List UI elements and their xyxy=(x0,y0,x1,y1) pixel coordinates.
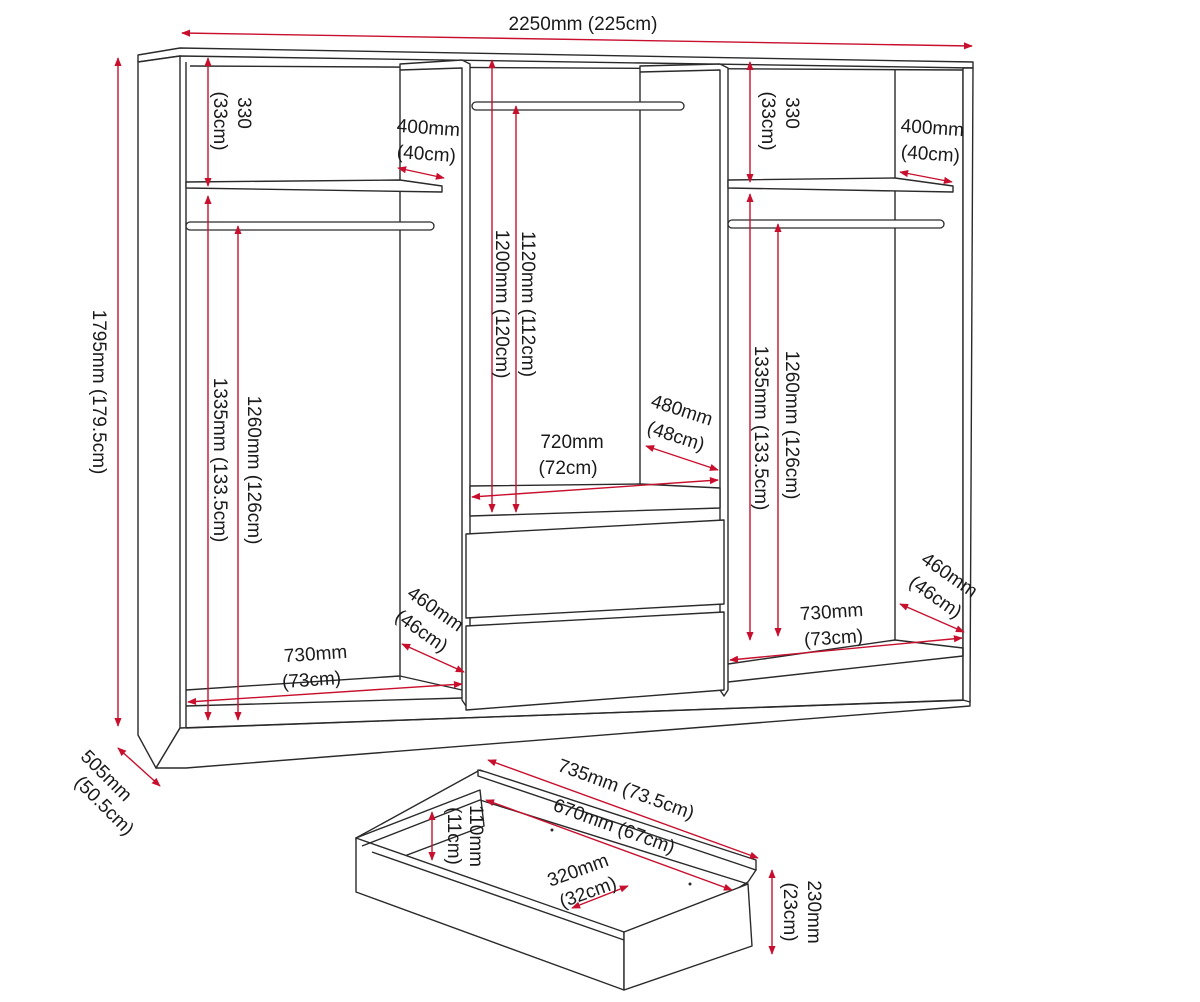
right-divider-edge xyxy=(639,70,896,640)
left-width-arrow xyxy=(187,680,463,706)
left-side-panel xyxy=(137,55,181,769)
right-shelf-depth-arrow xyxy=(899,169,953,185)
upper-drawer-front xyxy=(465,519,725,619)
drawer-hole-2 xyxy=(688,882,692,886)
right-inner-height-label: 1335mm (133.5cm) xyxy=(750,346,771,511)
left-width-label-cm: (73cm) xyxy=(281,668,341,693)
drawer-inner-width-arrow xyxy=(485,799,733,891)
drawer-right-side xyxy=(623,883,753,991)
center-depth-arrow xyxy=(645,445,719,471)
right-hanging-rail xyxy=(727,219,945,229)
left-top-shelf xyxy=(185,179,443,193)
left-top-shelf-label-cm: (33cm) xyxy=(209,91,230,150)
overall-height-label: 1795mm (179.5cm) xyxy=(88,310,109,475)
left-width-label-mm: 730mm xyxy=(283,642,348,667)
overall-width-arrow xyxy=(181,29,973,50)
left-depth-arrow xyxy=(401,643,465,673)
right-top-shelf-label-cm: (33cm) xyxy=(757,91,778,150)
right-width-label-cm: (73cm) xyxy=(803,626,863,651)
right-divider xyxy=(639,63,729,697)
right-shelf-depth-label-mm: 400mm xyxy=(900,116,965,141)
right-top-shelf xyxy=(727,177,954,193)
overall-width-label: 2250mm (225cm) xyxy=(509,14,658,35)
left-rail-height-label: 1260mm (126cm) xyxy=(243,396,264,545)
center-width-arrow xyxy=(471,476,719,501)
drawer-inner-depth-arrow xyxy=(571,885,629,909)
wardrobe-top-board xyxy=(137,47,974,69)
left-shelf-depth-label-mm: 400mm xyxy=(396,116,461,141)
right-width-arrow xyxy=(729,635,963,663)
left-inner-height-label: 1335mm (133.5cm) xyxy=(209,378,230,543)
left-shelf-depth-label-cm: (40cm) xyxy=(396,142,456,167)
right-rail-height-label: 1260mm (126cm) xyxy=(781,351,802,500)
left-shelf-depth-arrow xyxy=(397,166,445,180)
right-side-panel xyxy=(962,67,974,703)
left-hanging-rail xyxy=(185,221,435,231)
right-width-label-mm: 730mm xyxy=(799,600,864,625)
left-top-shelf-label-mm: 330 xyxy=(233,97,254,129)
drawer-height-label-cm: (23cm) xyxy=(779,882,800,941)
lower-drawer-front xyxy=(465,611,725,711)
drawer-hole-1 xyxy=(550,828,554,832)
depth-arrow xyxy=(117,747,161,787)
center-width-label-cm: (72cm) xyxy=(538,458,597,479)
drawer-height-label-mm: 230mm xyxy=(803,880,824,943)
drawer-inner-height-label-mm: 110mm xyxy=(465,805,486,867)
right-depth-arrow xyxy=(899,603,965,633)
back-panel xyxy=(185,62,964,729)
center-hanging-rail xyxy=(471,101,685,111)
center-rail-height-label: 1120mm (112cm) xyxy=(517,231,538,377)
dimension-arrows xyxy=(114,29,973,955)
right-top-shelf-label-mm: 330 xyxy=(781,97,802,129)
center-inner-height-label: 1200mm (120cm) xyxy=(491,230,512,379)
center-width-label-mm: 720mm xyxy=(540,432,603,453)
right-shelf-depth-label-cm: (40cm) xyxy=(900,142,960,167)
drawer-inner-height-label-cm: (11cm) xyxy=(443,807,464,865)
